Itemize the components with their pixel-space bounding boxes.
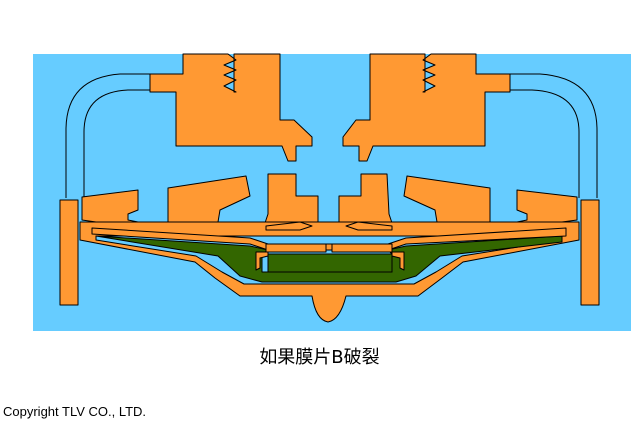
diagram-caption: 如果膜片B破裂 xyxy=(259,347,380,368)
disc-center-gap-right xyxy=(331,243,393,253)
right-pilot-tube-inner xyxy=(510,89,580,198)
left-pilot-tube xyxy=(65,73,150,198)
right-valve-plate xyxy=(345,221,393,231)
left-side-block xyxy=(81,189,139,223)
left-pillar xyxy=(59,199,79,306)
right-pilot-tube xyxy=(510,73,598,198)
left-pilot-tube-inner xyxy=(83,89,150,198)
disc-chamber xyxy=(267,253,393,273)
disc-center-gap-left xyxy=(265,243,327,253)
left-valve-plate xyxy=(265,221,313,231)
left-upper-body xyxy=(149,53,313,162)
copyright-notice: Copyright TLV CO., LTD. xyxy=(3,404,147,419)
right-side-block xyxy=(516,189,578,223)
right-upper-body xyxy=(342,53,511,162)
right-pillar xyxy=(580,199,600,306)
